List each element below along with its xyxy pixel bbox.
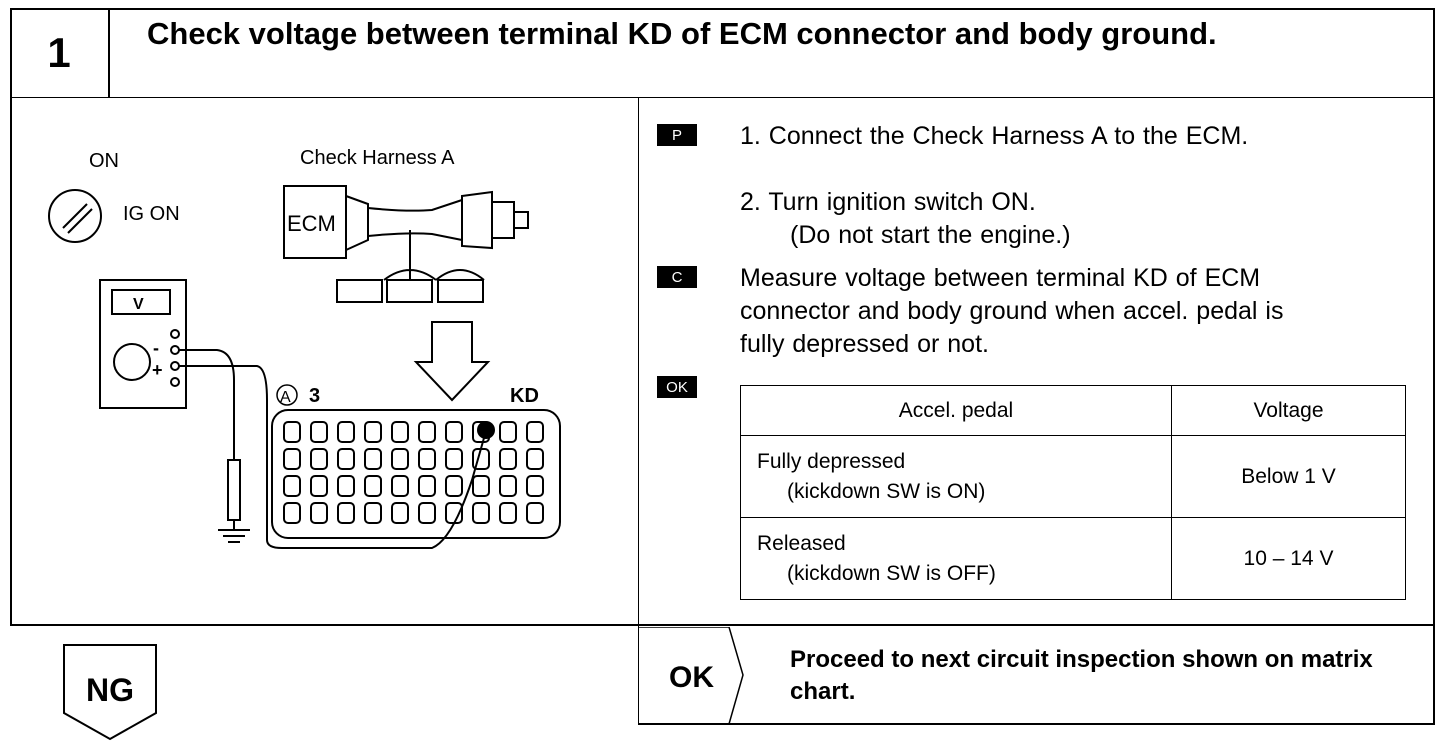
check-badge: C	[657, 266, 697, 288]
connector-pin	[391, 421, 409, 443]
voltmeter-icon	[99, 279, 485, 549]
connector-pin	[283, 502, 301, 524]
connector-pin	[310, 421, 328, 443]
connector-pin	[526, 448, 544, 470]
ok-badge: OK	[657, 376, 697, 398]
row-voltage: 10 – 14 V	[1171, 517, 1406, 600]
check-line-1: Measure voltage between terminal KD of E…	[740, 264, 1261, 292]
connector-pin	[418, 475, 436, 497]
ecm-label: ECM	[287, 211, 336, 236]
ok-arrow-tab: OK	[639, 627, 744, 724]
connector-pin	[283, 475, 301, 497]
connector-pin	[364, 475, 382, 497]
ng-result-box: NG	[63, 644, 157, 741]
connector-pin	[499, 502, 517, 524]
connector-pin	[337, 448, 355, 470]
connector-pin	[472, 502, 490, 524]
prep-step-2-note: (Do not start the engine.)	[790, 221, 1071, 249]
connector-pin	[526, 421, 544, 443]
table-header-row: Accel. pedal Voltage	[740, 385, 1406, 436]
row-condition-note: (kickdown SW is OFF)	[787, 561, 996, 585]
connector-pin	[418, 448, 436, 470]
connector-pin	[364, 421, 382, 443]
connector-pin	[445, 448, 463, 470]
connector-a-label: A	[280, 389, 291, 406]
header-voltage: Voltage	[1171, 385, 1406, 436]
prep-step-2: 2. Turn ignition switch ON.	[740, 188, 1036, 216]
connector-pin-label: 3	[309, 385, 320, 407]
table-row: Released (kickdown SW is OFF) 10 – 14 V	[740, 517, 1406, 600]
row-condition-note: (kickdown SW is ON)	[787, 479, 986, 503]
ng-label: NG	[86, 672, 134, 708]
ecm-connector-icon	[271, 409, 561, 539]
connector-pin	[310, 448, 328, 470]
connector-pin	[391, 475, 409, 497]
meter-plus-label: +	[152, 360, 163, 380]
ignition-switch-icon	[48, 189, 102, 243]
prep-badge: P	[657, 124, 697, 146]
step-title: Check voltage between terminal KD of ECM…	[147, 16, 1217, 51]
check-harness-icon	[283, 185, 529, 402]
connector-pin	[283, 421, 301, 443]
connector-pin	[445, 502, 463, 524]
step-header	[10, 8, 1435, 98]
on-label: ON	[89, 150, 119, 172]
header-accel-pedal: Accel. pedal	[740, 385, 1172, 436]
connector-a-circle	[276, 384, 298, 406]
ok-result-box	[638, 626, 1435, 725]
connector-pin	[337, 475, 355, 497]
table-row: Fully depressed (kickdown SW is ON) Belo…	[740, 435, 1406, 518]
wiring-illustration: ON IG ON Check Harness A ECM V - +	[48, 147, 561, 549]
kd-label: KD	[510, 385, 539, 407]
meter-v-label: V	[133, 296, 144, 313]
connector-pin	[418, 502, 436, 524]
step-number: 1	[10, 8, 110, 98]
connector-pin	[472, 448, 490, 470]
connector-pin	[445, 475, 463, 497]
connector-pin	[499, 448, 517, 470]
connector-pin	[364, 502, 382, 524]
connector-pin	[472, 475, 490, 497]
connector-pin	[526, 502, 544, 524]
connector-pin	[337, 421, 355, 443]
ig-on-label: IG ON	[123, 203, 180, 225]
column-divider	[638, 98, 639, 725]
check-line-2: connector and body ground when accel. pe…	[740, 297, 1284, 325]
connector-pin	[310, 502, 328, 524]
main-panel	[10, 98, 1435, 626]
connector-pin	[526, 475, 544, 497]
harness-label: Check Harness A	[300, 147, 455, 169]
row-condition: Fully depressed	[757, 449, 906, 473]
row-voltage: Below 1 V	[1171, 435, 1406, 518]
connector-pin	[499, 421, 517, 443]
voltage-table: Accel. pedal Voltage Fully depressed (ki…	[740, 385, 1406, 600]
prep-step-1: 1. Connect the Check Harness A to the EC…	[740, 122, 1249, 150]
connector-pin	[391, 502, 409, 524]
meter-minus-label: -	[153, 338, 159, 358]
connector-pin	[445, 421, 463, 443]
connector-pin	[337, 502, 355, 524]
connector-pin	[310, 475, 328, 497]
row-condition: Released	[757, 531, 846, 555]
connector-pin	[283, 448, 301, 470]
connector-pin	[418, 421, 436, 443]
connector-pin	[391, 448, 409, 470]
connector-pin	[364, 448, 382, 470]
kd-terminal-probe	[477, 421, 495, 439]
check-line-3: fully depressed or not.	[740, 330, 989, 358]
connector-pin	[499, 475, 517, 497]
ok-label: OK	[669, 661, 714, 694]
ok-instruction: Proceed to next circuit inspection shown…	[790, 646, 1373, 705]
